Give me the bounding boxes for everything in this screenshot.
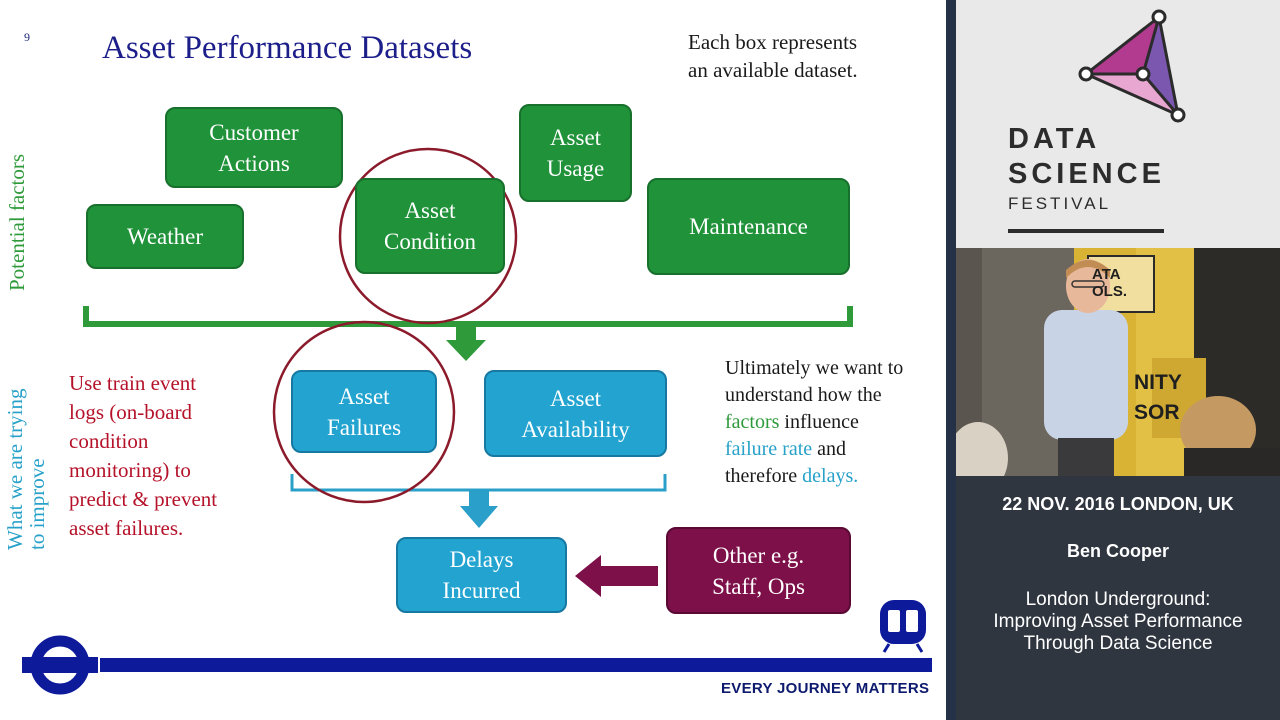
- maintenance-box: Maintenance: [647, 178, 850, 275]
- asset-condition-box: Asset Condition: [355, 178, 505, 274]
- asset-usage-box: Asset Usage: [519, 104, 632, 202]
- festival-brand-name: DATA SCIENCE: [1008, 123, 1165, 190]
- other-to-delays-arrow: [575, 555, 658, 597]
- other-factors-box: Other e.g. Staff, Ops: [666, 527, 851, 614]
- delays-incurred-box: Delays Incurred: [396, 537, 567, 613]
- train-icon: [880, 600, 926, 653]
- festival-brand-word: FESTIVAL: [1008, 194, 1112, 213]
- tagline: EVERY JOURNEY MATTERS: [721, 680, 930, 697]
- failure-rate-highlight: failure rate: [725, 438, 813, 460]
- highlight-circle-condition: [338, 147, 518, 325]
- delays-highlight: delays.: [802, 465, 859, 487]
- speaker-photo: [956, 248, 1280, 476]
- factors-arrow-down: [446, 326, 486, 361]
- panel-divider: [946, 0, 956, 720]
- brand-underline: [1008, 229, 1164, 233]
- speaker-name: Ben Cooper: [1066, 541, 1169, 561]
- talk-title: London Underground: Improving Asset Perf…: [993, 589, 1243, 654]
- factors-bracket: [83, 306, 853, 327]
- roundel-icon: [22, 635, 98, 695]
- train-event-logs-note: Use train event logs (on-board condition…: [69, 371, 218, 540]
- box-explanation-note: Each box represents an available dataset…: [688, 30, 858, 82]
- slide-title: Asset Performance Datasets: [102, 30, 473, 66]
- factors-highlight: factors: [725, 411, 780, 433]
- diagram-connectors: [22, 147, 932, 695]
- presentation-slide: 9 Asset Performance Datasets Each box re…: [3, 30, 932, 697]
- footer-bar: [100, 658, 932, 672]
- festival-brand-panel: [956, 0, 1280, 248]
- highlight-circle-failures: [272, 320, 456, 504]
- customer-actions-box: Customer Actions: [165, 107, 343, 188]
- photo-sign-upper: ATA OLS.: [1092, 266, 1128, 300]
- photo-sign-lower: NITY SOR: [1134, 371, 1182, 424]
- asset-availability-box: Asset Availability: [484, 370, 667, 457]
- delays-arrow-down: [460, 491, 498, 528]
- goal-note: Ultimately we want to understand how the…: [725, 357, 904, 487]
- event-date-location: 22 NOV. 2016 LONDON, UK: [1002, 494, 1234, 514]
- asset-failures-box: Asset Failures: [291, 370, 437, 453]
- slide-number: 9: [24, 30, 30, 44]
- speaker-video-frame: ATA OLS. NITY SOR: [956, 248, 1280, 476]
- event-sidebar: DATA SCIENCE FESTIVAL ATA OLS.: [956, 0, 1280, 720]
- weather-box: Weather: [86, 204, 244, 269]
- improve-bracket: [290, 474, 667, 492]
- festival-logo-icon: [1078, 9, 1186, 123]
